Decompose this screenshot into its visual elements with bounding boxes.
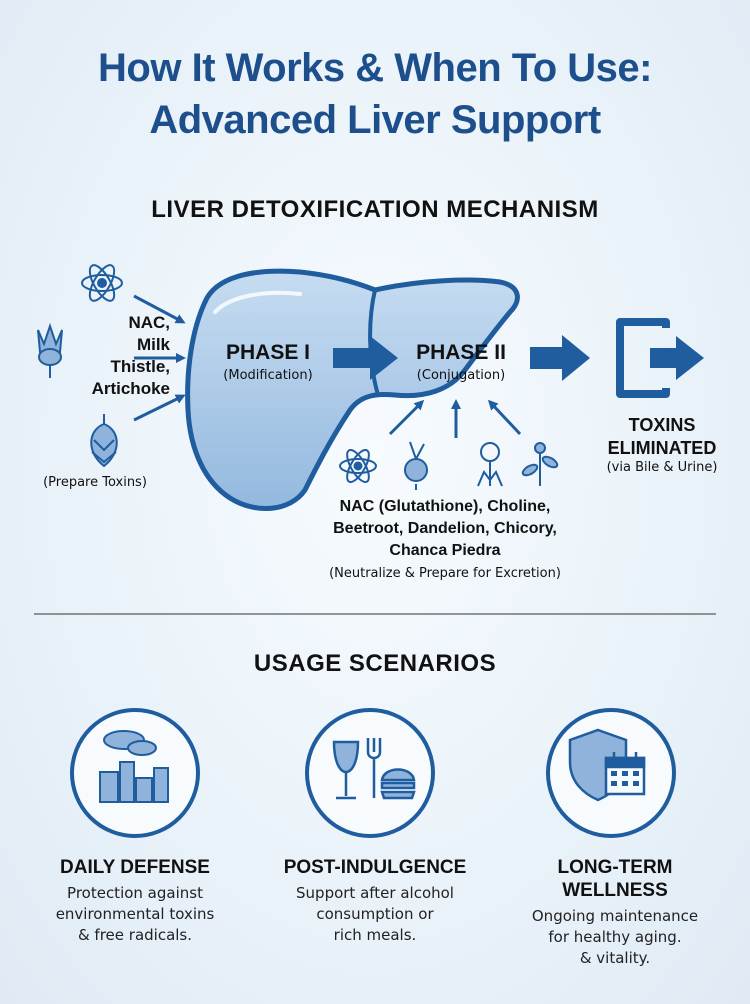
toxins-eliminated-note: (via Bile & Urine) — [606, 460, 718, 475]
usage-card-post-indulgence: POST-INDULGENCE Support after alcohol co… — [258, 856, 492, 946]
usage-heading: USAGE SCENARIOS — [253, 650, 497, 677]
phase1-title: PHASE I — [225, 341, 311, 364]
card-description: Ongoing maintenance for healthy aging. &… — [531, 907, 699, 967]
artichoke-icon — [90, 414, 118, 468]
factory-pollution-icon — [99, 730, 169, 803]
mechanism-heading: LIVER DETOXIFICATION MECHANISM — [151, 196, 599, 223]
usage-card-long-term-wellness: LONG-TERM WELLNESS Ongoing maintenance f… — [500, 856, 730, 969]
phase1-subtitle: (Modification) — [223, 368, 313, 383]
card-title: POST-INDULGENCE — [283, 857, 467, 878]
daily-defense-circle — [70, 708, 200, 838]
card-title: DAILY DEFENSE — [60, 857, 210, 878]
beetroot-icon — [404, 441, 428, 490]
card-description: Support after alcohol consumption or ric… — [296, 884, 454, 944]
left-note: (Prepare Toxins) — [43, 475, 147, 490]
left-ingredients-label: NAC, Milk Thistle, Artichoke — [91, 313, 170, 398]
dandelion-icon — [477, 442, 503, 487]
long-term-wellness-circle — [546, 708, 676, 838]
chicory-icon — [521, 442, 559, 486]
shield-calendar-icon — [568, 728, 646, 802]
output-arrow — [530, 335, 590, 381]
wine-burger-icon — [332, 738, 416, 800]
card-title: LONG-TERM WELLNESS — [557, 857, 673, 901]
bottom-ingredients-label: NAC (Glutathione), Choline, Beetroot, Da… — [333, 498, 557, 559]
page-title: How It Works & When To Use: Advanced Liv… — [98, 46, 652, 142]
atom-icon — [81, 264, 123, 302]
usage-card-daily-defense: DAILY DEFENSE Protection against environ… — [20, 856, 250, 946]
milk-thistle-icon — [37, 322, 63, 378]
post-indulgence-circle — [305, 708, 435, 838]
exit-icon — [616, 318, 670, 398]
card-description: Protection against environmental toxins … — [55, 884, 215, 944]
phase2-title: PHASE II — [416, 341, 506, 364]
atom-icon-2 — [339, 449, 377, 483]
toxins-eliminated-title: TOXINS ELIMINATED — [607, 415, 717, 458]
phase2-subtitle: (Conjugation) — [416, 368, 506, 383]
phase-arrow — [333, 336, 398, 380]
bottom-note: (Neutralize & Prepare for Excretion) — [329, 566, 561, 581]
